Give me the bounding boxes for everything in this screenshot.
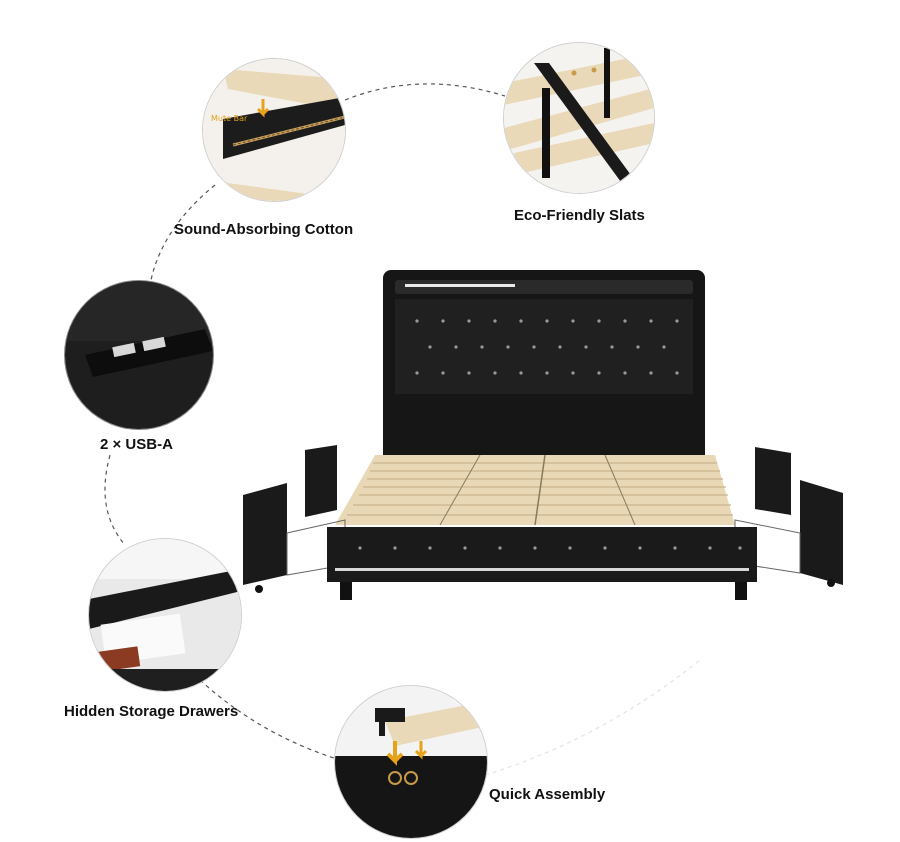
usb-port-detail-image	[64, 280, 214, 430]
storage-label: Hidden Storage Drawers	[64, 703, 239, 720]
sound-absorbing-label: Sound-Absorbing Cotton	[174, 221, 354, 238]
usb-label: 2 × USB-A	[100, 436, 173, 453]
eco-slats-label: Eco-Friendly Slats	[514, 207, 645, 224]
assembly-label: Quick Assembly	[489, 786, 606, 803]
mute-bar-callout: Mute Bar	[211, 114, 248, 123]
drawer-detail-image	[88, 538, 242, 692]
assembly-detail-image	[334, 685, 488, 839]
mute-bar-detail-image: Mute Bar	[202, 58, 346, 202]
bed-product-illustration	[243, 270, 843, 600]
slat-frame-detail-image	[503, 42, 655, 194]
